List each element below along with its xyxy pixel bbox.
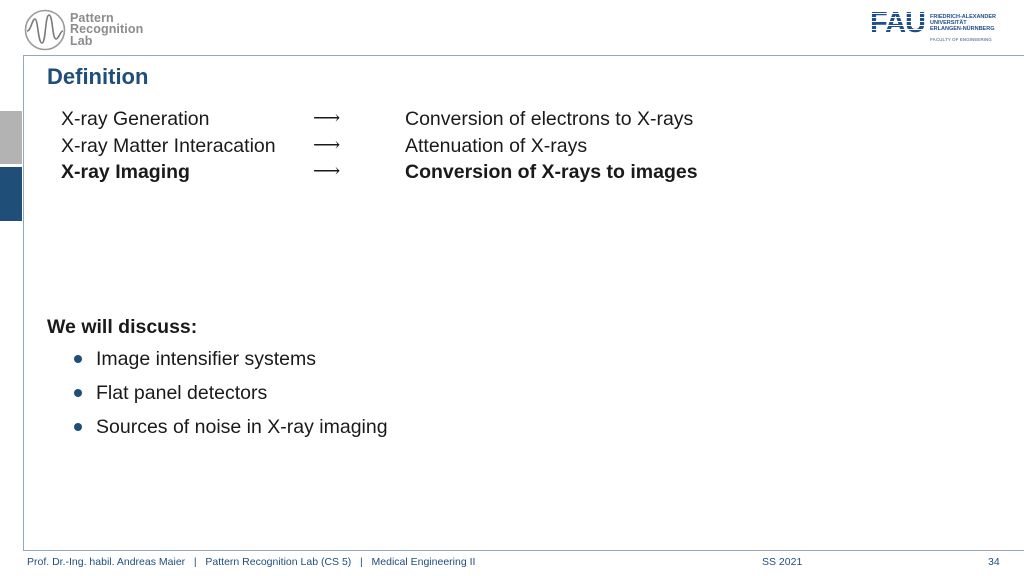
fau-name-line: UNIVERSITÄT: [930, 20, 967, 26]
list-item-text: Sources of noise in X-ray imaging: [96, 416, 388, 438]
bullet-icon: [74, 355, 82, 363]
logo-line: Lab: [70, 33, 93, 48]
list-item: Image intensifier systems: [74, 348, 388, 382]
slide-title: Definition: [47, 64, 149, 89]
definition-meaning: Attenuation of X-rays: [405, 135, 588, 157]
list-item: Sources of noise in X-ray imaging: [74, 416, 388, 450]
fau-name: FRIEDRICH-ALEXANDER UNIVERSITÄT ERLANGEN…: [930, 14, 996, 32]
definition-meaning: Conversion of X-rays to images: [405, 161, 698, 183]
arrow-icon: ⟶: [313, 107, 341, 129]
arrow-icon: ⟶: [313, 134, 341, 156]
pattern-recognition-lab-logo: Pattern Recognition Lab: [24, 9, 154, 51]
logo-line: Recognition: [70, 22, 144, 37]
fau-faculty: FACULTY OF ENGINEERING: [930, 37, 992, 42]
fau-name-line: ERLANGEN-NÜRNBERG: [930, 26, 995, 32]
section-marker-active: [0, 167, 22, 221]
definition-term: X-ray Matter Interacation: [61, 135, 276, 157]
bullet-icon: [74, 423, 82, 431]
list-item-text: Image intensifier systems: [96, 348, 316, 370]
fau-logo: FAU FRIEDRICH-ALEXANDER UNIVERSITÄT ERLA…: [870, 7, 998, 44]
definition-meaning: Conversion of electrons to X-rays: [405, 108, 694, 130]
discuss-heading: We will discuss:: [47, 316, 198, 338]
waveform-logo-icon: [24, 9, 66, 51]
list-item-text: Flat panel detectors: [96, 382, 268, 404]
fau-name-line: FRIEDRICH-ALEXANDER: [930, 14, 996, 20]
footer-term: SS 2021: [762, 556, 803, 568]
arrow-icon: ⟶: [313, 160, 341, 182]
section-marker-inactive: [0, 111, 22, 164]
bullet-icon: [74, 389, 82, 397]
footer-credits: Prof. Dr.-Ing. habil. Andreas Maier | Pa…: [27, 556, 476, 568]
page-number: 34: [988, 556, 1000, 568]
bullet-list: Image intensifier systems Flat panel det…: [74, 348, 388, 450]
fau-wordmark: FAU: [870, 7, 926, 39]
logo-text: Pattern Recognition Lab: [70, 10, 144, 48]
slide-frame: [23, 55, 1024, 551]
logo-line: Pattern: [70, 10, 114, 25]
definition-term: X-ray Imaging: [61, 161, 190, 183]
list-item: Flat panel detectors: [74, 382, 388, 416]
definition-term: X-ray Generation: [61, 108, 210, 130]
